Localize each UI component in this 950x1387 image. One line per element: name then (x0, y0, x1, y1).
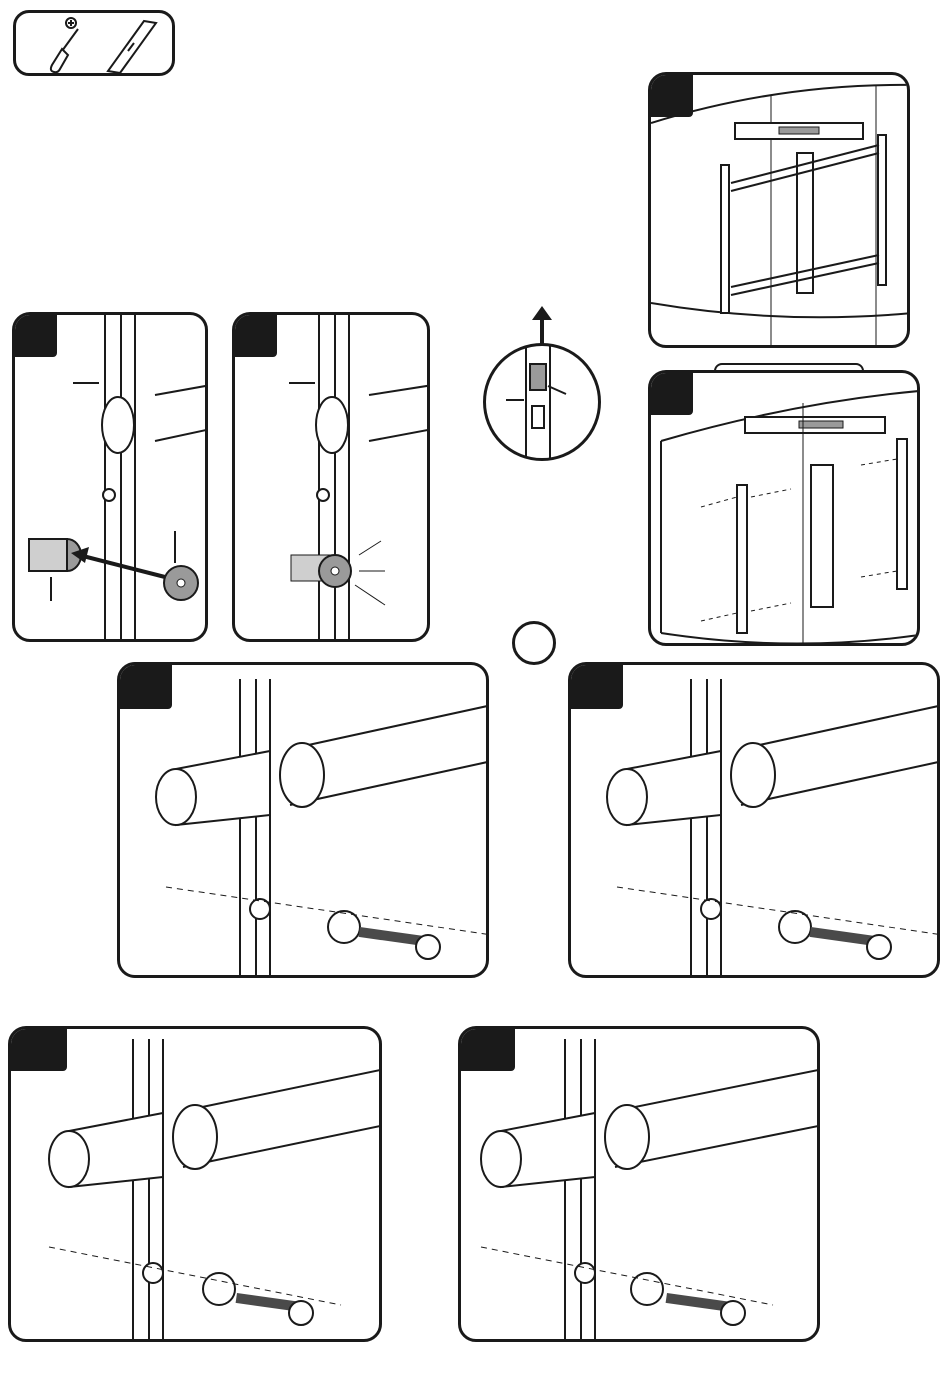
tools-required-box (13, 10, 175, 76)
tv-back-drawing (651, 373, 920, 646)
spacer-insert-panel (12, 312, 208, 642)
screw-assembly-panel-d (458, 1026, 820, 1342)
tv-frame-overview-panel (648, 72, 910, 348)
spacer-insert-drawing (15, 315, 208, 642)
latch-detail-drawing (486, 346, 598, 458)
detail-zoom-circle (483, 343, 601, 461)
tools-illustration (16, 13, 178, 79)
screw-assembly-drawing-a (120, 665, 489, 978)
screw-assembly-drawing-c (11, 1029, 382, 1342)
screw-assembly-drawing-b (571, 665, 940, 978)
level-tool-icon (108, 21, 156, 73)
tv-back-bracket-layout-panel (648, 370, 920, 646)
screw-assembly-panel-b (568, 662, 940, 978)
spacer-seated-panel (232, 312, 430, 642)
tv-frame-drawing (651, 75, 910, 348)
up-arrow-icon (530, 306, 554, 346)
screw-assembly-panel-c (8, 1026, 382, 1342)
screw-assembly-panel-a (117, 662, 489, 978)
screw-assembly-drawing-d (461, 1029, 820, 1342)
screwdriver-icon (51, 18, 78, 72)
spacer-seated-drawing (235, 315, 430, 642)
circle-marker-icon (512, 621, 556, 665)
